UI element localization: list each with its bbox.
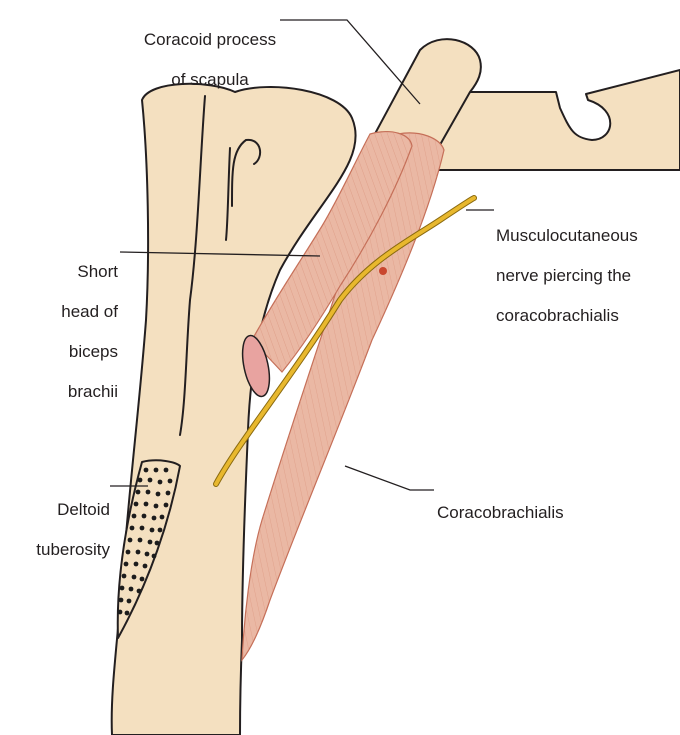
- tuberosity-dot: [130, 526, 135, 531]
- label-short-head-biceps: Short head of biceps brachii: [12, 242, 118, 422]
- tuberosity-dot: [152, 516, 157, 521]
- tuberosity-dot: [168, 479, 173, 484]
- tuberosity-dot: [129, 587, 134, 592]
- tuberosity-dot: [144, 468, 149, 473]
- tuberosity-dot: [154, 468, 159, 473]
- label-coracobrachialis-line1: Coracobrachialis: [437, 503, 637, 523]
- label-nerve-line1: Musculocutaneous: [496, 226, 680, 246]
- label-coracobrachialis: Coracobrachialis: [437, 483, 637, 543]
- tuberosity-dot: [118, 610, 123, 615]
- tuberosity-dot: [164, 468, 169, 473]
- tuberosity-dot: [143, 564, 148, 569]
- tuberosity-dot: [148, 478, 153, 483]
- tuberosity-dot: [160, 515, 165, 520]
- label-nerve-line3: coracobrachialis: [496, 306, 680, 326]
- label-short-head-line2: head of: [12, 302, 118, 322]
- tuberosity-dot: [136, 490, 141, 495]
- tuberosity-dot: [126, 550, 131, 555]
- tuberosity-dot: [150, 528, 155, 533]
- tuberosity-dot: [158, 528, 163, 533]
- tuberosity-dot: [166, 491, 171, 496]
- tuberosity-dot: [164, 503, 169, 508]
- tuberosity-dot: [138, 538, 143, 543]
- label-deltoid-tuberosity: Deltoid tuberosity: [6, 480, 110, 580]
- nerve-piercing-point: [379, 267, 387, 275]
- label-coracoid-line1: Coracoid process: [120, 30, 300, 50]
- tuberosity-dot: [134, 562, 139, 567]
- tuberosity-dot: [156, 492, 161, 497]
- label-musculocutaneous-nerve: Musculocutaneous nerve piercing the cora…: [496, 206, 680, 346]
- label-coracoid-process: Coracoid process of scapula: [120, 10, 300, 110]
- label-deltoid-line1: Deltoid: [6, 500, 110, 520]
- tuberosity-dot: [128, 538, 133, 543]
- tuberosity-dot: [140, 526, 145, 531]
- label-nerve-line2: nerve piercing the: [496, 266, 680, 286]
- tuberosity-dot: [120, 586, 125, 591]
- tuberosity-dot: [145, 552, 150, 557]
- label-deltoid-line2: tuberosity: [6, 540, 110, 560]
- label-short-head-line4: brachii: [12, 382, 118, 402]
- tuberosity-dot: [138, 478, 143, 483]
- tuberosity-dot: [125, 611, 130, 616]
- tuberosity-dot: [158, 480, 163, 485]
- tuberosity-dot: [148, 540, 153, 545]
- tuberosity-dot: [136, 550, 141, 555]
- tuberosity-dot: [152, 554, 157, 559]
- leader-coracobrachialis: [345, 466, 434, 490]
- label-short-head-line1: Short: [12, 262, 118, 282]
- tuberosity-dot: [155, 541, 160, 546]
- tuberosity-dot: [144, 502, 149, 507]
- tuberosity-dot: [154, 504, 159, 509]
- tuberosity-dot: [124, 562, 129, 567]
- tuberosity-dot: [119, 598, 124, 603]
- tuberosity-dot: [122, 574, 127, 579]
- tuberosity-dot: [132, 514, 137, 519]
- tuberosity-dot: [137, 589, 142, 594]
- label-coracoid-line2: of scapula: [120, 70, 300, 90]
- tuberosity-dot: [140, 577, 145, 582]
- tuberosity-dot: [134, 502, 139, 507]
- tuberosity-dot: [127, 599, 132, 604]
- tuberosity-dot: [142, 514, 147, 519]
- tuberosity-dot: [146, 490, 151, 495]
- tuberosity-dot: [132, 575, 137, 580]
- label-short-head-line3: biceps: [12, 342, 118, 362]
